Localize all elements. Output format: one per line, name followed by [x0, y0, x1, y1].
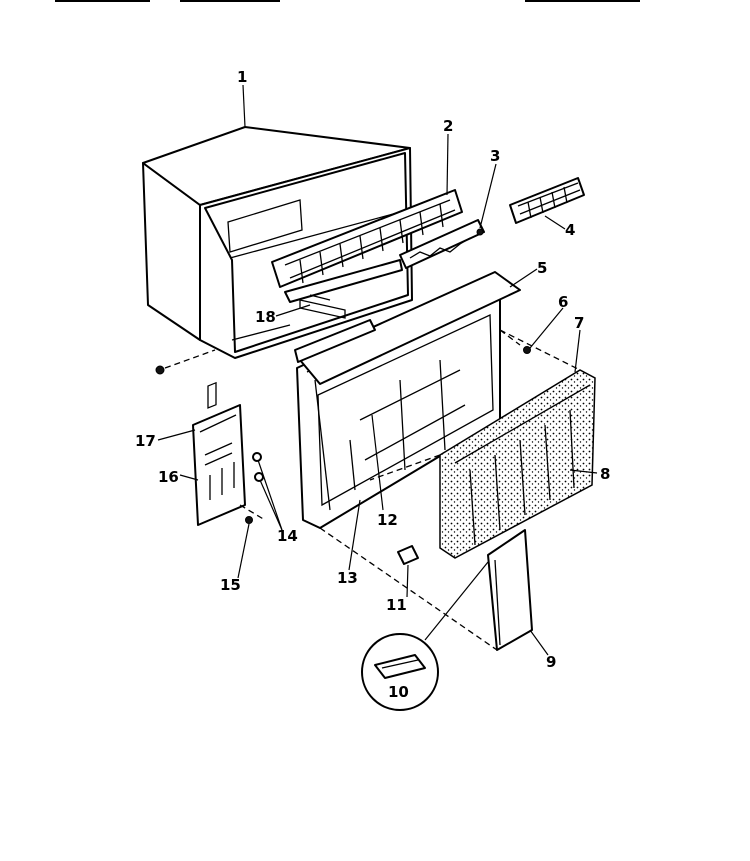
callout-14: 14 [277, 527, 298, 545]
louver-part-18 [284, 259, 403, 319]
knobs-part-14 [252, 452, 264, 482]
vane-part-3 [399, 219, 485, 269]
louver-assembly-part-2 [271, 189, 463, 288]
callout-13: 13 [337, 569, 358, 587]
callout-15: 15 [220, 576, 241, 594]
leader-lines [157, 84, 598, 656]
callout-5: 5 [537, 259, 547, 277]
control-panel-part-16-17 [192, 381, 246, 526]
side-panel-part-9 [319, 527, 533, 651]
callout-12: 12 [377, 511, 398, 529]
callout-8: 8 [600, 465, 610, 483]
callout-7: 7 [574, 314, 584, 332]
screw-part-15 [239, 504, 266, 524]
callout-16: 16 [158, 468, 179, 486]
callout-3: 3 [490, 147, 500, 165]
filter-part-8 [369, 329, 596, 559]
callout-9: 9 [546, 653, 556, 671]
callout-6: 6 [558, 293, 568, 311]
clip-part-11 [397, 545, 419, 565]
detail-circle-part-10 [361, 561, 489, 711]
callout-1: 1 [237, 68, 247, 86]
callout-17: 17 [135, 432, 156, 450]
callout-18: 18 [255, 308, 276, 326]
callout-2: 2 [443, 117, 453, 135]
callout-11: 11 [386, 596, 407, 614]
front-frame-part-5 [296, 271, 521, 529]
louver-part-4 [509, 177, 585, 224]
screw-part-6 [499, 329, 531, 354]
cabinet-part-1 [142, 126, 413, 359]
callout-4: 4 [565, 221, 575, 239]
trim-bar [294, 319, 376, 363]
screw-left [155, 349, 216, 375]
callout-labels: 1 2 3 4 5 6 7 8 9 10 11 12 13 14 15 16 1… [135, 68, 610, 701]
callout-10: 10 [388, 683, 409, 701]
